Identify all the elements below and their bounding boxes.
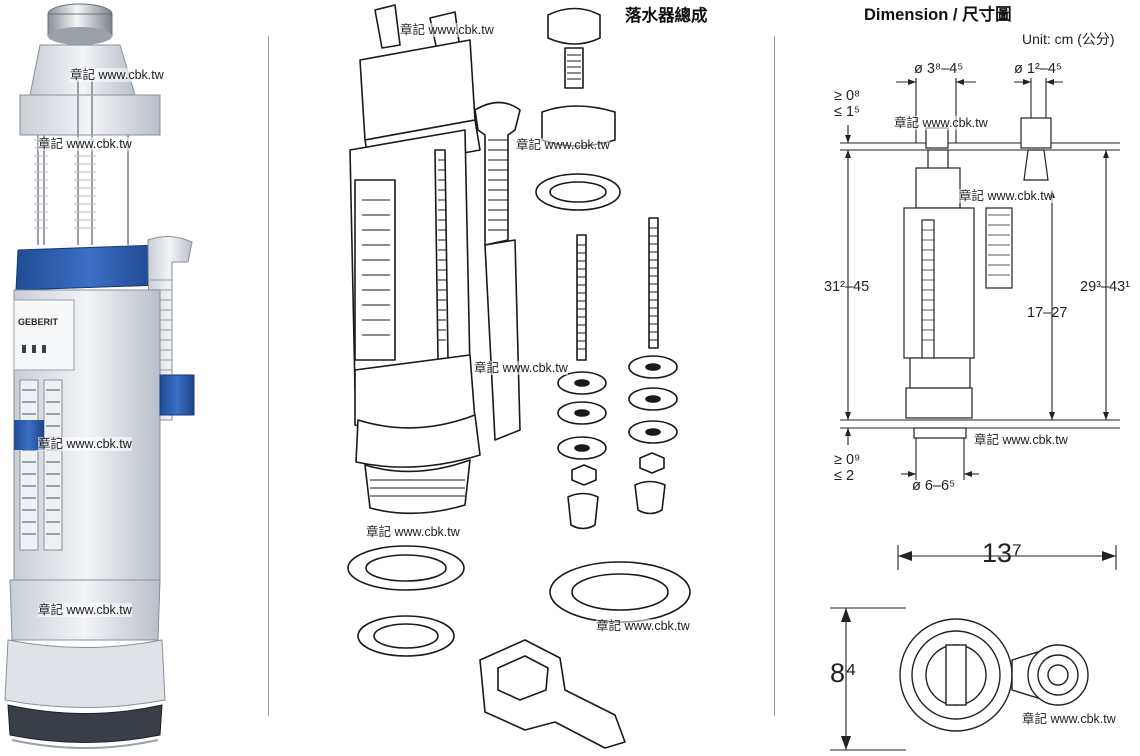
- dim-bottom-gap-max: ≤ 2: [834, 468, 855, 484]
- watermark: 章記 www.cbk.tw: [974, 433, 1068, 447]
- dim-footprint-width: 13⁷: [982, 538, 1022, 568]
- assembly-title: 落水器總成: [625, 7, 708, 25]
- exploded-assembly-drawing: [347, 4, 691, 749]
- dim-height-left: 31²–45: [824, 279, 870, 295]
- unit-label: Unit: cm (公分): [1022, 31, 1115, 47]
- watermark: 章記 www.cbk.tw: [516, 138, 610, 152]
- watermark: 章記 www.cbk.tw: [366, 525, 460, 539]
- brand-logo-text: GEBERIT: [18, 317, 59, 327]
- flush-valve-photo: GEBERIT: [4, 3, 195, 749]
- watermark: 章記 www.cbk.tw: [70, 68, 164, 82]
- watermark: 章記 www.cbk.tw: [38, 137, 132, 151]
- watermark: 章記 www.cbk.tw: [38, 437, 132, 451]
- dim-top-hole-a: ø 3⁸–4⁵: [914, 61, 964, 77]
- dimension-panel: Dimension / 尺寸圖 Unit: cm (公分) ø 3⁸–4⁵ ø …: [776, 0, 1140, 756]
- dim-height-middle: 17–27: [1027, 305, 1068, 321]
- watermark: 章記 www.cbk.tw: [38, 603, 132, 617]
- dim-top-hole-b: ø 1²–4⁵: [1014, 61, 1062, 77]
- watermark: 章記 www.cbk.tw: [959, 189, 1053, 203]
- dim-top-gap-max: ≤ 1⁵: [834, 104, 861, 120]
- divider: [268, 36, 269, 716]
- dim-footprint-depth: 8⁴: [830, 658, 857, 688]
- exploded-view-panel: 落水器總成 章記 www.cbk.tw 章記 www.cbk.tw 章記 www…: [270, 0, 774, 756]
- dimension-title: Dimension / 尺寸圖: [864, 6, 1012, 24]
- divider: [774, 36, 775, 716]
- watermark: 章記 www.cbk.tw: [894, 116, 988, 130]
- watermark: 章記 www.cbk.tw: [596, 619, 690, 633]
- watermark: 章記 www.cbk.tw: [400, 23, 494, 37]
- dim-top-gap-min: ≥ 0⁸: [834, 88, 861, 104]
- dim-height-right: 29³–43¹: [1080, 279, 1130, 295]
- watermark: 章記 www.cbk.tw: [474, 361, 568, 375]
- dim-outlet-diameter: ø 6–6⁵: [912, 478, 956, 494]
- dimension-drawing: [830, 78, 1120, 751]
- watermark: 章記 www.cbk.tw: [1022, 712, 1116, 726]
- product-photo-panel: GEBERIT 章記 www.cbk.tw 章記 www.cbk.tw 章記 w…: [0, 0, 268, 756]
- dim-bottom-gap-min: ≥ 0⁹: [834, 452, 861, 468]
